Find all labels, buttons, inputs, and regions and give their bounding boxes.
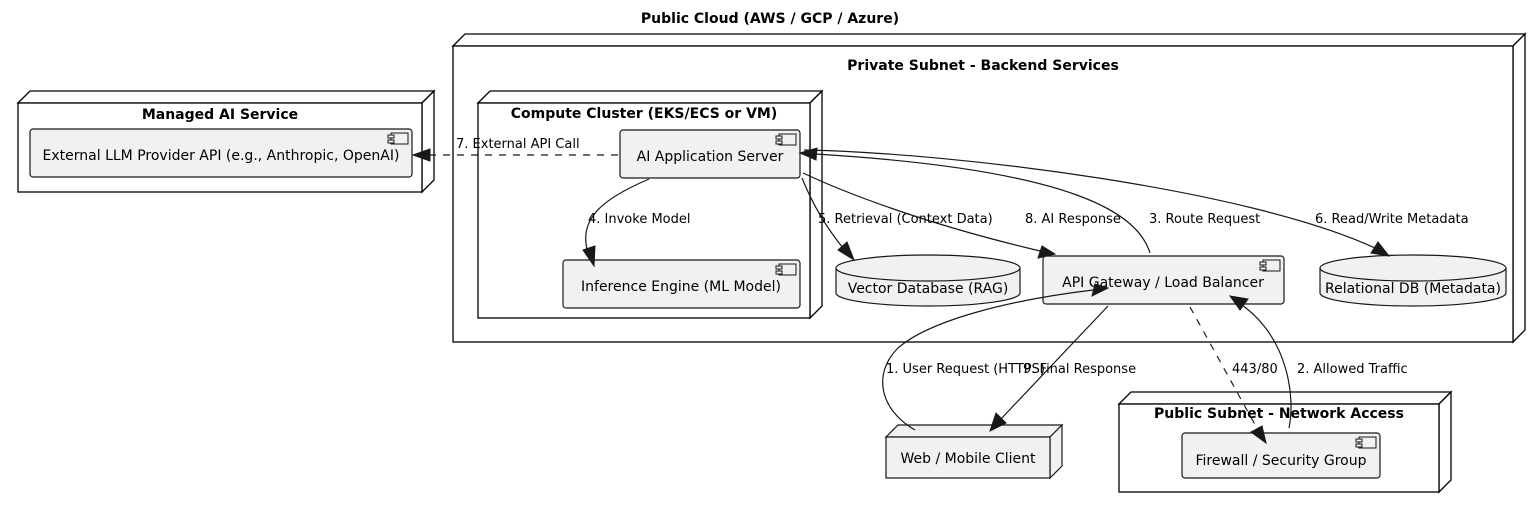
- edge-5-retrieval: 5. Retrieval (Context Data): [801, 177, 993, 262]
- edge-2-allowed-traffic: 2. Allowed Traffic: [1228, 295, 1408, 429]
- edge-8-ai-response: 8. AI Response: [802, 172, 1121, 259]
- component-api-gateway-label: API Gateway / Load Balancer: [1062, 275, 1264, 291]
- component-firewall-security-group-label: Firewall / Security Group: [1196, 453, 1367, 469]
- component-external-llm-provider-api[interactable]: External LLM Provider API (e.g., Anthrop…: [29, 128, 413, 178]
- edge-9-label: 9. Final Response: [1023, 362, 1136, 377]
- edge-7-external-api-call: 7. External API Call: [411, 137, 618, 162]
- edge-8-label: 8. AI Response: [1025, 212, 1121, 227]
- component-icon: [775, 133, 797, 146]
- edge-3-label: 3. Route Request: [1149, 212, 1260, 227]
- component-ai-application-server-label: AI Application Server: [637, 149, 784, 165]
- database-relational-db-label: Relational DB (Metadata): [1325, 281, 1501, 297]
- node-web-mobile-client[interactable]: Web / Mobile Client: [884, 423, 1064, 480]
- node-compute-cluster-title: Compute Cluster (EKS/ECS or VM): [511, 106, 778, 122]
- database-relational-db[interactable]: Relational DB (Metadata): [1319, 254, 1507, 307]
- edge-10-ports: 443/80: [1189, 306, 1278, 445]
- diagram-title: Public Cloud (AWS / GCP / Azure): [641, 11, 899, 27]
- node-managed-ai-service-title: Managed AI Service: [142, 107, 298, 123]
- edge-4-invoke-model: 4. Invoke Model: [582, 178, 690, 268]
- node-private-subnet-title: Private Subnet - Backend Services: [847, 58, 1119, 74]
- node-web-mobile-client-label: Web / Mobile Client: [900, 451, 1036, 467]
- edge-1-label: 1. User Request (HTTPS): [886, 362, 1045, 377]
- component-icon: [1355, 436, 1377, 449]
- node-compute-cluster[interactable]: Compute Cluster (EKS/ECS or VM) AI Appli…: [476, 89, 824, 320]
- edge-5-label: 5. Retrieval (Context Data): [818, 212, 993, 227]
- component-icon: [775, 263, 797, 276]
- component-api-gateway[interactable]: API Gateway / Load Balancer: [1042, 255, 1285, 305]
- edge-3-route-request: 3. Route Request: [798, 147, 1260, 254]
- edge-6-label: 6. Read/Write Metadata: [1315, 212, 1469, 227]
- edge-10-label: 443/80: [1232, 362, 1278, 377]
- node-managed-ai-service[interactable]: Managed AI Service External LLM Provider…: [16, 89, 436, 194]
- edge-4-label: 4. Invoke Model: [588, 212, 690, 227]
- edge-7-label: 7. External API Call: [456, 137, 580, 152]
- component-inference-engine[interactable]: Inference Engine (ML Model): [562, 259, 801, 309]
- edge-1-user-request: 1. User Request (HTTPS): [882, 283, 1110, 431]
- component-firewall-security-group[interactable]: Firewall / Security Group: [1181, 432, 1381, 479]
- component-inference-engine-label: Inference Engine (ML Model): [581, 279, 781, 295]
- component-ai-application-server[interactable]: AI Application Server: [619, 129, 801, 179]
- edge-6-read-write-metadata: 6. Read/Write Metadata: [803, 149, 1469, 257]
- database-vector-database-label: Vector Database (RAG): [848, 281, 1009, 297]
- component-icon: [1259, 259, 1281, 272]
- node-public-subnet[interactable]: Public Subnet - Network Access Firewall …: [1117, 390, 1453, 494]
- component-external-llm-provider-api-label: External LLM Provider API (e.g., Anthrop…: [43, 148, 400, 164]
- edge-2-label: 2. Allowed Traffic: [1297, 362, 1408, 377]
- component-icon: [387, 132, 409, 145]
- node-public-subnet-title: Public Subnet - Network Access: [1154, 406, 1404, 422]
- database-vector-database[interactable]: Vector Database (RAG): [835, 254, 1021, 307]
- edge-9-final-response: 9. Final Response: [989, 305, 1136, 432]
